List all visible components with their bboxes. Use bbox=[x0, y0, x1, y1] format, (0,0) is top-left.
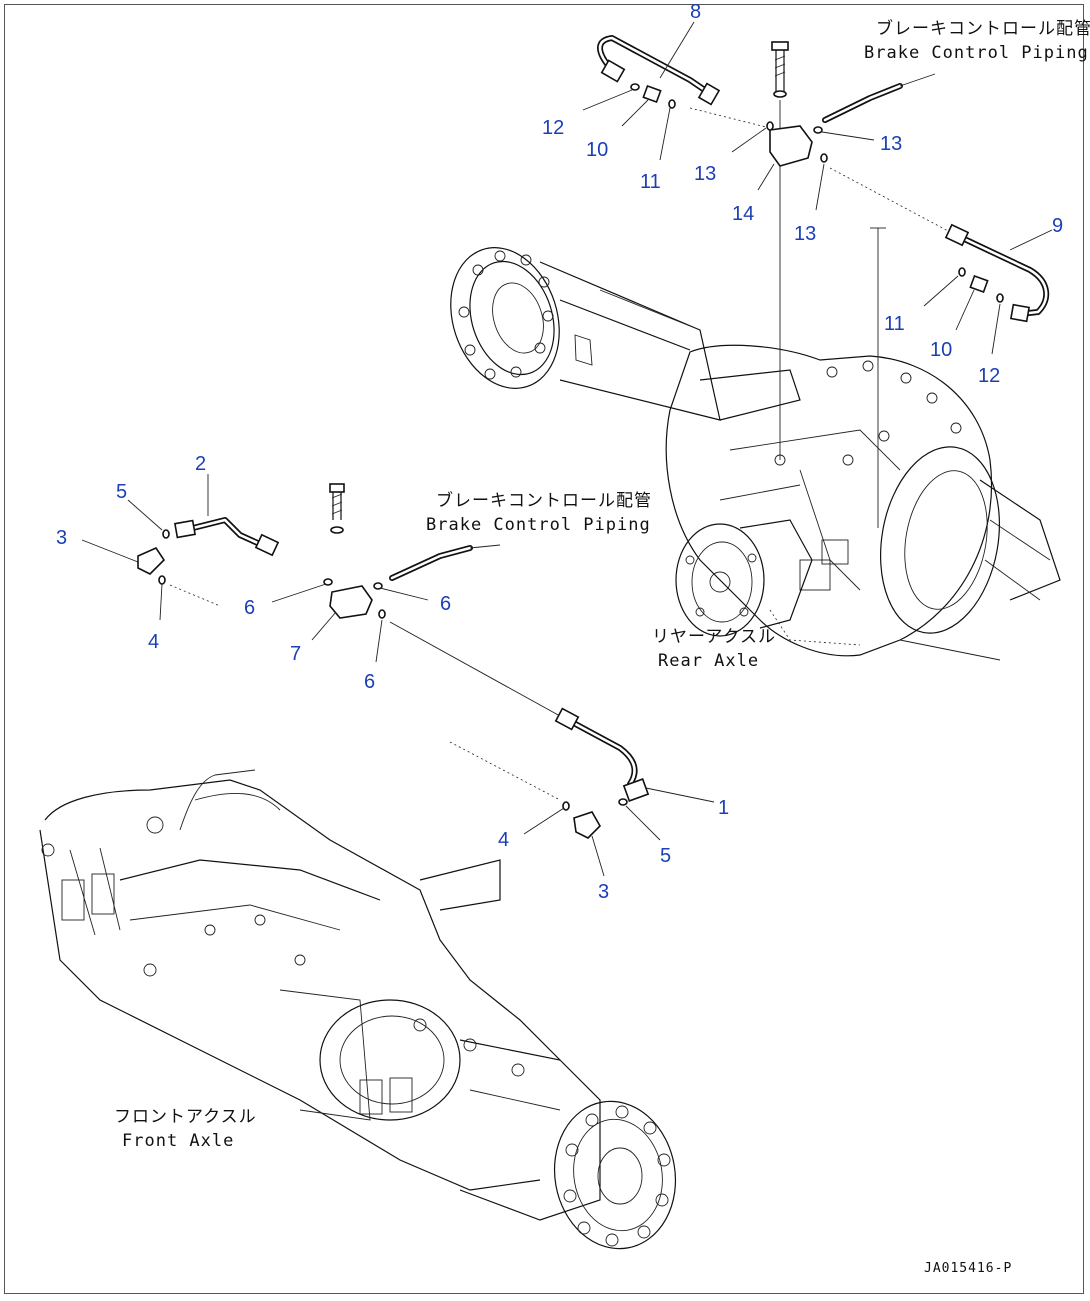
callout-10: 10 bbox=[586, 139, 608, 161]
caption-brake-piping-mid-jp: ブレーキコントロール配管 bbox=[436, 490, 652, 511]
caption-brake-piping-top-jp: ブレーキコントロール配管 bbox=[876, 18, 1090, 39]
callout-11: 11 bbox=[884, 313, 905, 335]
drawing-code: JA015416-P bbox=[924, 1261, 1012, 1276]
callout-10: 10 bbox=[930, 339, 952, 361]
callout-13: 13 bbox=[694, 163, 716, 185]
callout-7: 7 bbox=[290, 643, 301, 665]
callout-1: 1 bbox=[718, 797, 729, 819]
callout-13: 13 bbox=[794, 223, 816, 245]
callout-3: 3 bbox=[598, 881, 609, 903]
callout-6: 6 bbox=[440, 593, 451, 615]
diagram-border bbox=[4, 4, 1084, 1294]
caption-rear-axle-en: Rear Axle bbox=[658, 651, 759, 671]
callout-4: 4 bbox=[498, 829, 509, 851]
callout-6: 6 bbox=[364, 671, 375, 693]
rear-piping-parts bbox=[597, 35, 1050, 528]
callout-3: 3 bbox=[56, 527, 67, 549]
caption-front-axle-en: Front Axle bbox=[122, 1131, 234, 1151]
callout-12: 12 bbox=[978, 365, 1000, 387]
callout-12: 12 bbox=[542, 117, 564, 139]
callout-5: 5 bbox=[660, 845, 671, 867]
callout-6: 6 bbox=[244, 597, 255, 619]
caption-brake-piping-top-en: Brake Control Piping bbox=[864, 43, 1089, 63]
caption-brake-piping-mid-en: Brake Control Piping bbox=[426, 515, 651, 535]
front-piping-parts bbox=[137, 483, 650, 839]
callout-9: 9 bbox=[1052, 215, 1063, 237]
captions: ブレーキコントロール配管 Brake Control Piping ブレーキコン… bbox=[114, 18, 1090, 1276]
callout-14: 14 bbox=[732, 203, 754, 225]
rear-axle-drawing bbox=[450, 247, 1061, 661]
leader-lines bbox=[81, 21, 1053, 877]
callouts: 8 12 10 11 13 13 14 13 9 11 10 12 2 5 3 … bbox=[56, 1, 1063, 903]
caption-rear-axle-jp: リヤーアクスル bbox=[652, 627, 776, 647]
callout-11: 11 bbox=[640, 171, 661, 193]
callout-2: 2 bbox=[195, 453, 206, 475]
caption-front-axle-jp: フロントアクスル bbox=[114, 1107, 257, 1127]
callout-8: 8 bbox=[690, 1, 701, 23]
callout-13: 13 bbox=[880, 133, 902, 155]
front-axle-drawing bbox=[39, 769, 677, 1250]
callout-5: 5 bbox=[116, 481, 127, 503]
callout-4: 4 bbox=[148, 631, 159, 653]
